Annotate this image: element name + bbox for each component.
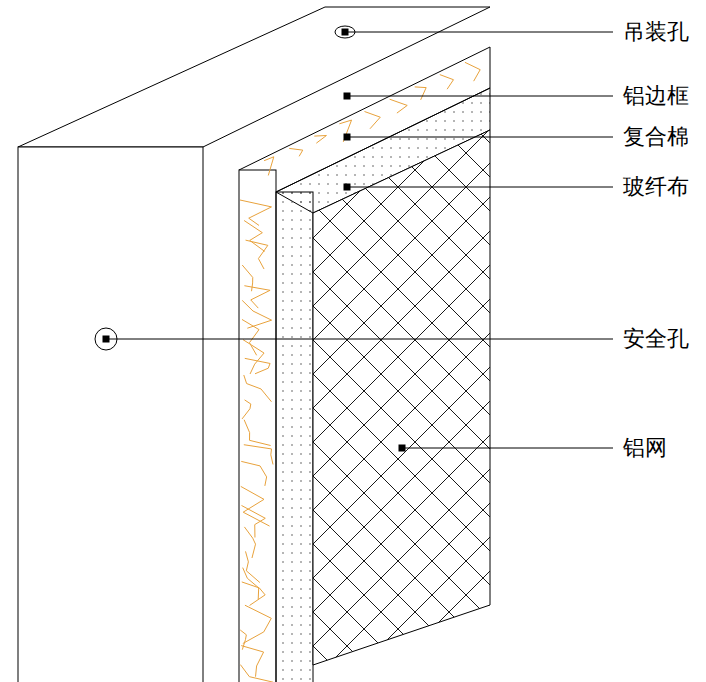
crack-line — [242, 300, 271, 328]
crack-line — [339, 120, 351, 142]
crack-line — [241, 461, 266, 486]
crack-line — [242, 400, 251, 419]
crack-line — [244, 221, 265, 252]
crack-line — [465, 62, 480, 81]
aluminum-mesh — [313, 130, 490, 665]
crack-line — [245, 358, 270, 373]
mesh-ground — [313, 130, 490, 665]
part-label: 铝边框 — [622, 83, 690, 109]
crack-line — [242, 319, 259, 355]
crack-line — [240, 200, 271, 225]
crack-line — [240, 665, 273, 682]
crack-line — [390, 99, 408, 113]
part-label: 铝网 — [622, 435, 668, 461]
leader-lines — [106, 32, 613, 448]
part-label: 玻纤布 — [622, 174, 690, 200]
crack-line — [243, 340, 264, 374]
cotton-layer — [276, 88, 490, 682]
crack-line — [289, 148, 303, 156]
crack-line — [264, 157, 274, 176]
crack-line — [241, 646, 263, 677]
crack-line — [244, 420, 270, 446]
crack-line — [241, 486, 270, 526]
crack-line — [244, 286, 270, 308]
crack-line — [242, 582, 265, 606]
crack-line — [365, 112, 381, 129]
leader-markers — [103, 29, 406, 452]
crack-line — [246, 240, 268, 269]
crack-line — [244, 445, 273, 465]
crack-line — [241, 505, 265, 537]
crack-line — [243, 605, 271, 643]
crack-line — [314, 136, 326, 144]
crack-line — [440, 75, 454, 90]
crack-line — [244, 375, 272, 402]
part-label: 吊装孔 — [622, 19, 690, 45]
part-label: 安全孔 — [622, 326, 690, 352]
crack-line — [415, 87, 426, 100]
part-label: 复合棉 — [622, 124, 690, 150]
aluminum-frame-layer — [239, 47, 490, 682]
